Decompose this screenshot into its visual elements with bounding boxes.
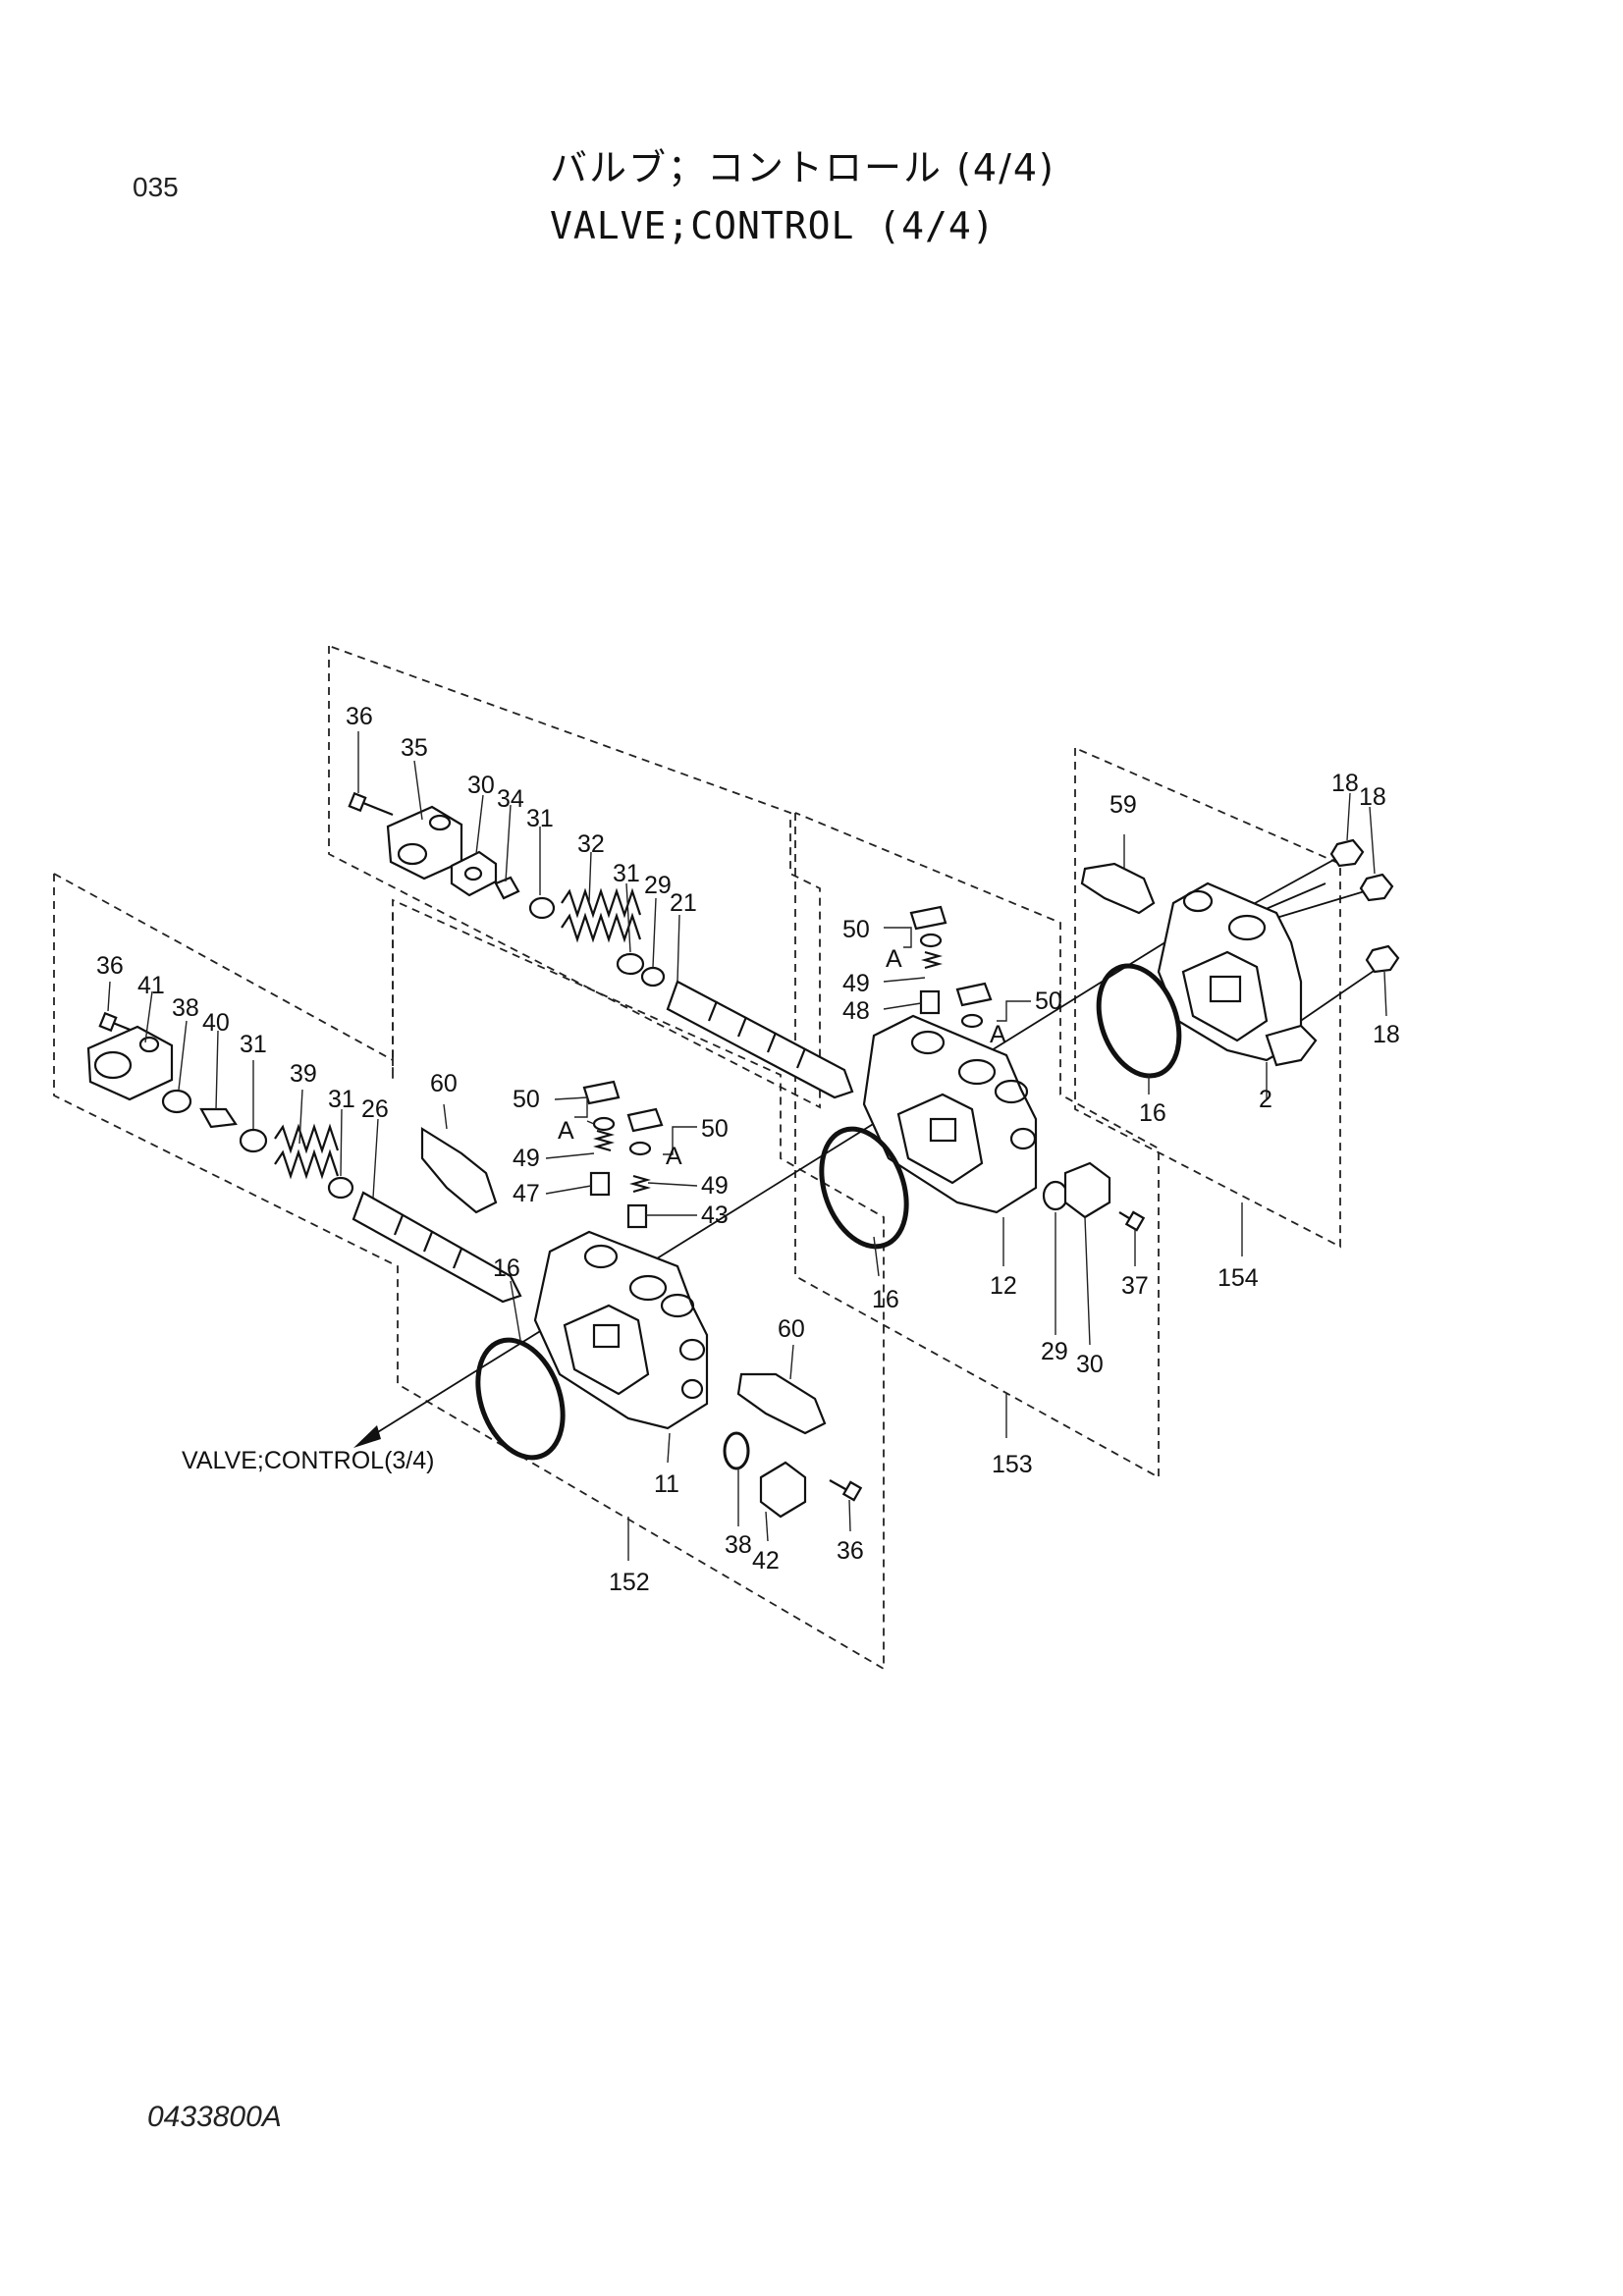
callout: 59 <box>1109 791 1137 819</box>
callout: 153 <box>992 1451 1033 1478</box>
group-outline-153 <box>794 812 1160 1479</box>
o-ring-16-lower <box>475 1337 566 1461</box>
callout: 18 <box>1373 1021 1400 1048</box>
body-12-checks <box>909 905 1146 1232</box>
callout: 30 <box>1076 1351 1104 1378</box>
callout: 18 <box>1331 770 1359 797</box>
callout: 36 <box>837 1537 864 1565</box>
leader-lines <box>107 731 1387 1561</box>
callout: 29 <box>644 872 672 899</box>
lower-spool-parts <box>86 1011 522 1304</box>
callout: 47 <box>513 1180 540 1207</box>
o-ring-16-middle <box>819 1126 909 1250</box>
callout: A <box>558 1117 574 1145</box>
callout: 35 <box>401 734 428 762</box>
callout: 60 <box>430 1070 458 1097</box>
callout: 49 <box>701 1172 729 1200</box>
callout: 31 <box>240 1031 267 1058</box>
callout: A <box>666 1143 682 1170</box>
callout: 152 <box>609 1569 650 1596</box>
valve-body-12 <box>862 1014 1038 1214</box>
callout: 50 <box>842 916 870 943</box>
document-code: 0433800A <box>147 2101 282 2133</box>
callout: A <box>990 1021 1006 1048</box>
callout: 50 <box>701 1115 729 1143</box>
callout: 32 <box>577 830 605 858</box>
arrow-head-icon <box>353 1425 381 1448</box>
callout: 31 <box>526 805 554 832</box>
callout: 38 <box>172 994 199 1022</box>
callout: 40 <box>202 1009 230 1037</box>
callout: 16 <box>493 1255 520 1282</box>
callout: 11 <box>654 1470 679 1498</box>
callout: 16 <box>1139 1099 1166 1127</box>
assembly-axis-line <box>367 912 1214 1439</box>
callout: 21 <box>670 889 697 917</box>
o-ring-16-right <box>1096 963 1182 1079</box>
callout: 50 <box>1035 988 1062 1015</box>
callout: 2 <box>1259 1086 1272 1113</box>
callout: 34 <box>497 785 524 813</box>
callout: 43 <box>701 1201 729 1229</box>
callout: 29 <box>1041 1338 1068 1365</box>
callout: 38 <box>725 1531 752 1559</box>
callout: 31 <box>328 1086 355 1113</box>
callout: 154 <box>1217 1264 1259 1292</box>
body-11-checks <box>420 1080 863 1519</box>
callout: 48 <box>842 997 870 1025</box>
end-cover-2 <box>1080 838 1400 1067</box>
callout: 36 <box>346 703 373 730</box>
callout: A <box>886 945 902 973</box>
page-title-japanese: バルブ；コントロール (4/4) <box>550 146 1055 189</box>
upper-spool-parts <box>348 791 854 1099</box>
callout: 18 <box>1359 783 1386 811</box>
callout: 49 <box>842 970 870 997</box>
callout: 16 <box>872 1286 899 1313</box>
callout: 39 <box>290 1060 317 1088</box>
callout: 50 <box>513 1086 540 1113</box>
callout: 36 <box>96 952 124 980</box>
reference-label: VALVE;CONTROL(3/4) <box>182 1447 434 1474</box>
callout: 26 <box>361 1095 389 1123</box>
callout: 41 <box>137 972 165 999</box>
callout: 37 <box>1121 1272 1149 1300</box>
group-outline-152 <box>53 874 885 1671</box>
page-number: 035 <box>133 172 179 202</box>
group-outline-upper-spool <box>328 645 821 1109</box>
callout: 42 <box>752 1547 780 1575</box>
callout-labels: 36 35 30 34 31 32 31 29 21 36 41 38 40 3… <box>96 703 1400 1596</box>
group-outline-154 <box>1074 747 1341 1249</box>
callout: 60 <box>778 1315 805 1343</box>
callout: 31 <box>613 860 640 887</box>
page-title: VALVE;CONTROL (4/4) <box>550 204 996 247</box>
callout: 30 <box>467 772 495 799</box>
callout: 49 <box>513 1145 540 1172</box>
valve-body-11 <box>533 1230 709 1430</box>
callout: 12 <box>990 1272 1017 1300</box>
